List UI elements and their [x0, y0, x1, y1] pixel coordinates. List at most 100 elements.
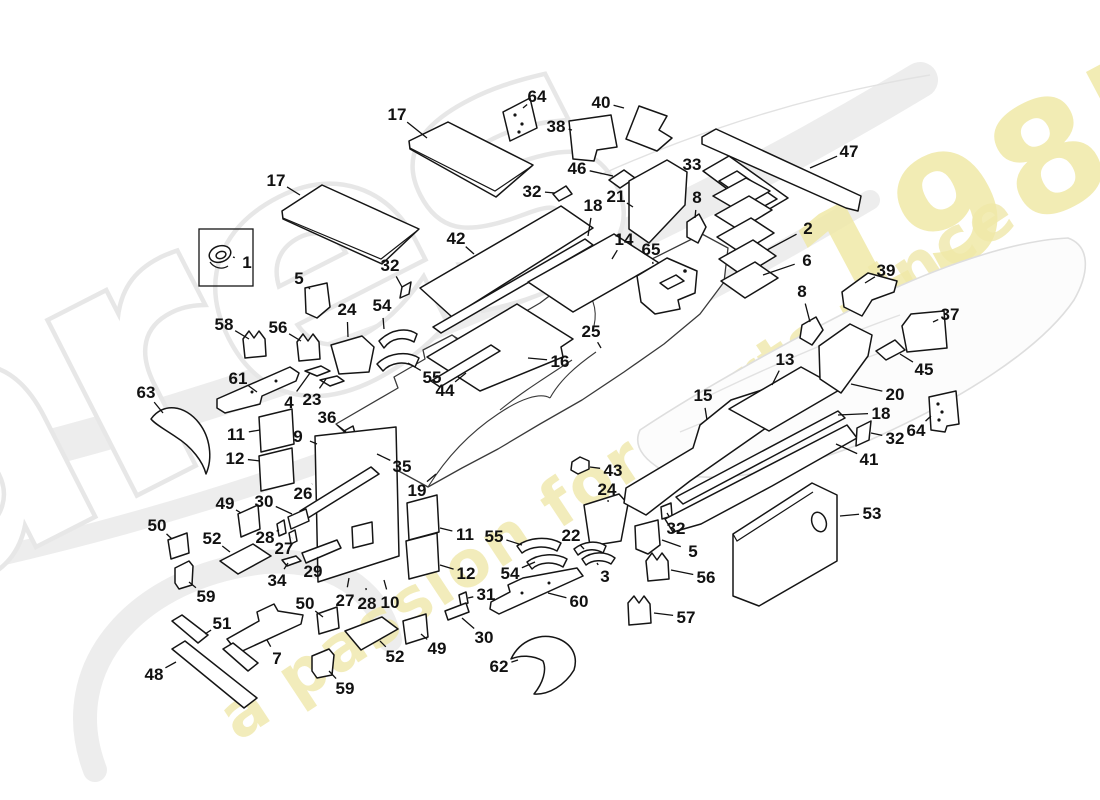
part-shape-55b: [516, 537, 562, 554]
tunnel-line: [499, 359, 573, 411]
part-shape-43: [570, 456, 590, 475]
part-number-label-34: 34: [268, 571, 287, 590]
part-number-label-36: 36: [318, 408, 337, 427]
leader-line-30: [275, 505, 293, 515]
part-number-label-30: 30: [255, 492, 274, 511]
part-number-label-53: 53: [863, 504, 882, 523]
part-number-label-61: 61: [229, 369, 248, 388]
leader-line-11: [439, 527, 453, 532]
part-number-label-55: 55: [485, 527, 504, 546]
part-number-label-15: 15: [694, 386, 713, 405]
part-number-label-58: 58: [215, 315, 234, 334]
leader-line-61: [248, 385, 258, 393]
part-shape-27a: [288, 529, 298, 545]
leader-line-54: [521, 561, 536, 569]
leader-line-20: [850, 383, 883, 392]
part-shape-28a: [276, 519, 287, 537]
part-shape-51b: [222, 642, 259, 672]
part-shape-18a: [432, 238, 594, 334]
leader-line-59: [328, 670, 337, 679]
leader-line-18: [837, 412, 869, 416]
leader-line-24: [346, 321, 349, 338]
part-number-label-16: 16: [551, 352, 570, 371]
leader-line-29: [316, 556, 319, 559]
part-number-label-11: 11: [227, 425, 245, 444]
part-number-label-54: 54: [501, 564, 520, 583]
leader-line-11: [248, 429, 261, 433]
part-number-label-49: 49: [216, 494, 235, 513]
leader-line-13: [771, 370, 780, 386]
part-shape-11b: [406, 494, 440, 541]
part-number-label-18: 18: [584, 196, 603, 215]
part-shape-7: [226, 603, 304, 654]
part-shape-45: [875, 339, 906, 361]
part-number-label-43: 43: [604, 461, 623, 480]
leader-line-45: [899, 353, 914, 363]
part-shape-1-flange: [209, 261, 229, 269]
part-number-label-59: 59: [336, 679, 355, 698]
part-number-label-62: 62: [490, 657, 509, 676]
part-number-label-1: 1: [242, 253, 251, 272]
part-shape-61: [216, 366, 300, 414]
leader-line-64: [522, 103, 528, 109]
part-shape-54b: [526, 554, 568, 570]
leader-line-32: [666, 512, 670, 518]
part-box-1: [198, 228, 254, 287]
part-number-label-65: 65: [642, 240, 661, 259]
leader-line-40: [613, 104, 625, 109]
leader-line-42: [465, 246, 475, 255]
leader-line-31: [467, 596, 474, 599]
leader-line-43: [589, 466, 601, 469]
leader-line-19: [426, 473, 437, 483]
part-number-label-10: 10: [381, 593, 400, 612]
leader-line-56: [288, 333, 302, 342]
part-number-label-32: 32: [886, 429, 905, 448]
leader-line-58: [234, 330, 250, 340]
leader-line-7: [266, 639, 272, 647]
part-number-label-26: 26: [294, 484, 313, 503]
part-shape-30a: [287, 508, 310, 530]
part-shape-32d: [855, 420, 872, 447]
leader-line-47: [809, 155, 838, 169]
part-number-label-35: 35: [393, 457, 412, 476]
part-number-label-9: 9: [293, 427, 302, 446]
part-number-label-18: 18: [872, 404, 891, 423]
leader-line-12: [439, 564, 454, 570]
leader-line-39: [864, 276, 876, 284]
leader-line-2: [766, 233, 797, 251]
part-shape-5a: [304, 282, 331, 319]
leader-line-6: [762, 263, 795, 276]
part-shape-8b: [799, 316, 824, 346]
part-shape-64a: [502, 97, 538, 142]
part-number-label-30: 30: [475, 628, 494, 647]
part-shape-52b: [344, 616, 399, 651]
ghost-body-line: [699, 314, 901, 401]
part-shape-34: [281, 555, 302, 567]
leader-line-17: [286, 186, 301, 196]
part-shape-50a: [167, 532, 190, 560]
leader-line-23: [318, 378, 327, 389]
leader-line-25: [597, 341, 602, 349]
leader-line-32: [544, 191, 556, 194]
part-number-label-27: 27: [336, 591, 355, 610]
part-shape-21: [628, 159, 688, 244]
part-shape-49b: [402, 613, 429, 645]
part-shape-40: [625, 105, 673, 152]
leader-line-53: [839, 513, 860, 517]
leader-line-62: [511, 659, 519, 663]
part-number-label-64: 64: [528, 87, 547, 106]
part-shape-1-inner: [215, 250, 227, 260]
part-shape-47: [701, 128, 862, 212]
leader-line-44: [454, 372, 467, 383]
part-shape-17a: [408, 121, 534, 198]
leader-line-36: [336, 424, 347, 433]
leader-line-5: [661, 539, 681, 548]
leader-line-33: [702, 170, 707, 174]
leader-line-10: [383, 579, 388, 590]
leader-line-59: [188, 581, 197, 589]
part-number-label-46: 46: [568, 159, 587, 178]
leader-line-49: [420, 633, 428, 640]
part-shape-30b: [444, 602, 470, 621]
leader-line-48: [165, 661, 177, 669]
part-number-label-29: 29: [304, 562, 323, 581]
